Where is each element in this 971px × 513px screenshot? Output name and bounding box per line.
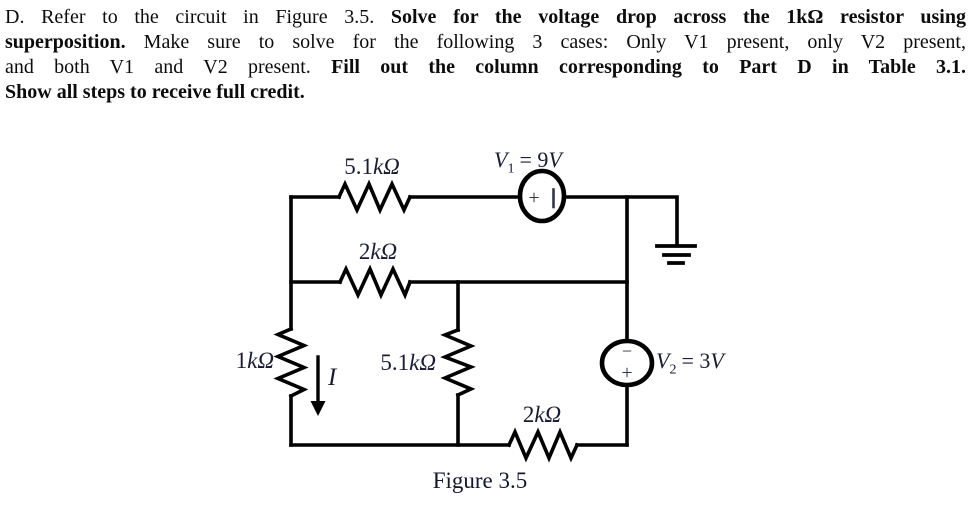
statement-line-2: superposition. Make sure to solve for th…	[5, 30, 966, 55]
statement-line1-bold: Solve for the voltage drop across the 1k…	[390, 6, 966, 28]
label-v2-value: = 3	[681, 348, 711, 373]
label-resistor-mid-v-unit: kΩ	[409, 350, 436, 375]
label-v1: V1= 9V	[494, 147, 562, 176]
label-resistor-bottom-value: 2	[522, 402, 535, 427]
statement-line3-regular: and both V1 and V2 present.	[5, 56, 332, 78]
label-resistor-mid-v-value: 5.1	[380, 350, 410, 375]
ground-icon	[655, 244, 697, 265]
label-resistor-mid-v: 5.1kΩ	[372, 351, 436, 375]
circuit-diagram: + − +	[273, 168, 697, 463]
label-resistor-mid-h: 2kΩ	[346, 240, 410, 264]
resistor-left-1k	[273, 326, 309, 399]
resistor-bottom-2k	[506, 427, 580, 463]
statement-line2-regular: Make sure to solve for the following 3 c…	[143, 31, 966, 53]
label-v2-subscript: 2	[669, 362, 677, 378]
label-v1-symbol: V	[494, 147, 508, 172]
v1-plus-terminal: +	[528, 187, 539, 209]
label-resistor-top-value: 5.1	[344, 154, 373, 179]
label-v1-value: = 9	[519, 147, 549, 172]
label-v2: V2= 3V	[656, 348, 724, 377]
label-current: I	[328, 364, 337, 391]
problem-statement: D. Refer to the circuit in Figure 3.5. S…	[5, 5, 966, 105]
label-resistor-top-unit: kΩ	[372, 154, 400, 179]
statement-line2-bold: superposition.	[5, 31, 144, 53]
statement-line1-regular: D. Refer to the circuit in Figure 3.5.	[5, 6, 391, 28]
resistor-midv-5k1	[440, 327, 476, 398]
statement-line-3: and both V1 and V2 present. Fill out the…	[5, 55, 966, 80]
v2-source-circle	[599, 338, 655, 388]
statement-line3-bold: Fill out the column corresponding to Par…	[331, 56, 966, 78]
label-resistor-left: 1kΩ	[224, 349, 274, 373]
label-v1-subscript: 1	[507, 161, 515, 177]
label-resistor-mid-h-unit: kΩ	[370, 239, 398, 264]
current-arrow-head	[310, 401, 326, 416]
label-v2-unit: V	[710, 348, 724, 373]
statement-line-4: Show all steps to receive full credit.	[5, 81, 305, 103]
label-resistor-top: 5.1kΩ	[334, 155, 410, 179]
label-v1-unit: V	[548, 147, 562, 172]
statement-line-1: D. Refer to the circuit in Figure 3.5. S…	[5, 5, 966, 30]
v1-source-circle	[517, 168, 567, 224]
figure-3-5: + − + 5.1kΩ V1= 9V 2kΩ 1kΩ 5.1kΩ I V2= 3…	[0, 130, 971, 513]
resistor-mid-2k	[337, 264, 413, 300]
wire-top-right	[562, 195, 679, 246]
figure-caption: Figure 3.5	[432, 468, 528, 493]
label-resistor-left-unit: kΩ	[247, 348, 274, 373]
label-resistor-bottom: 2kΩ	[514, 403, 570, 427]
label-resistor-left-value: 1	[235, 348, 248, 373]
label-v2-symbol: V	[656, 348, 670, 373]
v2-plus-terminal: +	[621, 362, 632, 384]
resistor-top-5k1	[336, 179, 413, 215]
v2-minus-terminal: −	[622, 341, 632, 361]
label-resistor-bottom-unit: kΩ	[534, 402, 562, 427]
label-resistor-mid-h-value: 2	[358, 239, 371, 264]
